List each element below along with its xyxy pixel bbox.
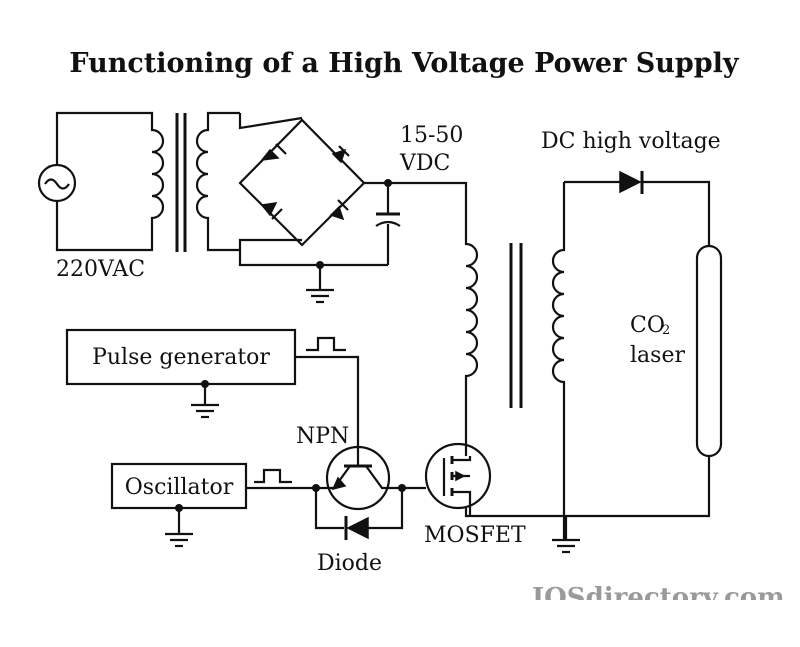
dc-voltage-label-line2: VDC <box>399 151 450 176</box>
ground-symbol-rectifier <box>306 288 334 304</box>
transformer-secondary-coil <box>195 111 240 252</box>
dc-voltage-label-line1: 15-50 <box>400 123 463 148</box>
laser-label-laser: laser <box>630 343 685 368</box>
ground-symbol-mosfet <box>552 516 580 554</box>
mosfet-symbol <box>424 440 566 518</box>
watermark-text: IQSdirectory.com <box>532 583 785 613</box>
dc-high-voltage-label: DC high voltage <box>541 129 721 154</box>
filter-capacitor <box>375 183 401 265</box>
oscillator-label: Oscillator <box>125 475 234 500</box>
ground-oscillator <box>165 504 193 548</box>
laser-label-subscript: 2 <box>662 323 670 338</box>
pulse-signal-wire <box>295 336 360 448</box>
bridge-rectifier <box>238 113 366 250</box>
co2-laser-tube <box>566 244 723 518</box>
npn-transistor-symbol <box>316 445 402 511</box>
laser-label-co: CO <box>630 313 665 338</box>
diagram-title: Functioning of a High Voltage Power Supp… <box>69 48 739 79</box>
ground-wire-rectifier <box>238 250 388 290</box>
protection-diode <box>312 484 426 540</box>
hv-transformer-primary-coil <box>464 230 479 440</box>
npn-label: NPN <box>296 424 349 449</box>
hv-output-diode <box>564 170 711 246</box>
ac-source <box>37 163 77 203</box>
bridge-output-wire <box>364 179 468 230</box>
diode-label: Diode <box>317 551 382 576</box>
transformer-primary-coil <box>150 120 165 242</box>
watermark: IQSdirectory.com <box>532 583 785 613</box>
hv-transformer-secondary-coil <box>551 182 566 540</box>
pulse-generator-label: Pulse generator <box>92 345 270 370</box>
transformer-core-1 <box>175 113 187 252</box>
input-voltage-label: 220VAC <box>56 257 145 282</box>
oscillator-signal-wire <box>246 468 316 490</box>
mosfet-label: MOSFET <box>424 523 526 548</box>
ground-pulse-generator <box>191 380 219 419</box>
input-loop-wire <box>55 111 154 252</box>
transformer-core-2 <box>509 243 523 408</box>
